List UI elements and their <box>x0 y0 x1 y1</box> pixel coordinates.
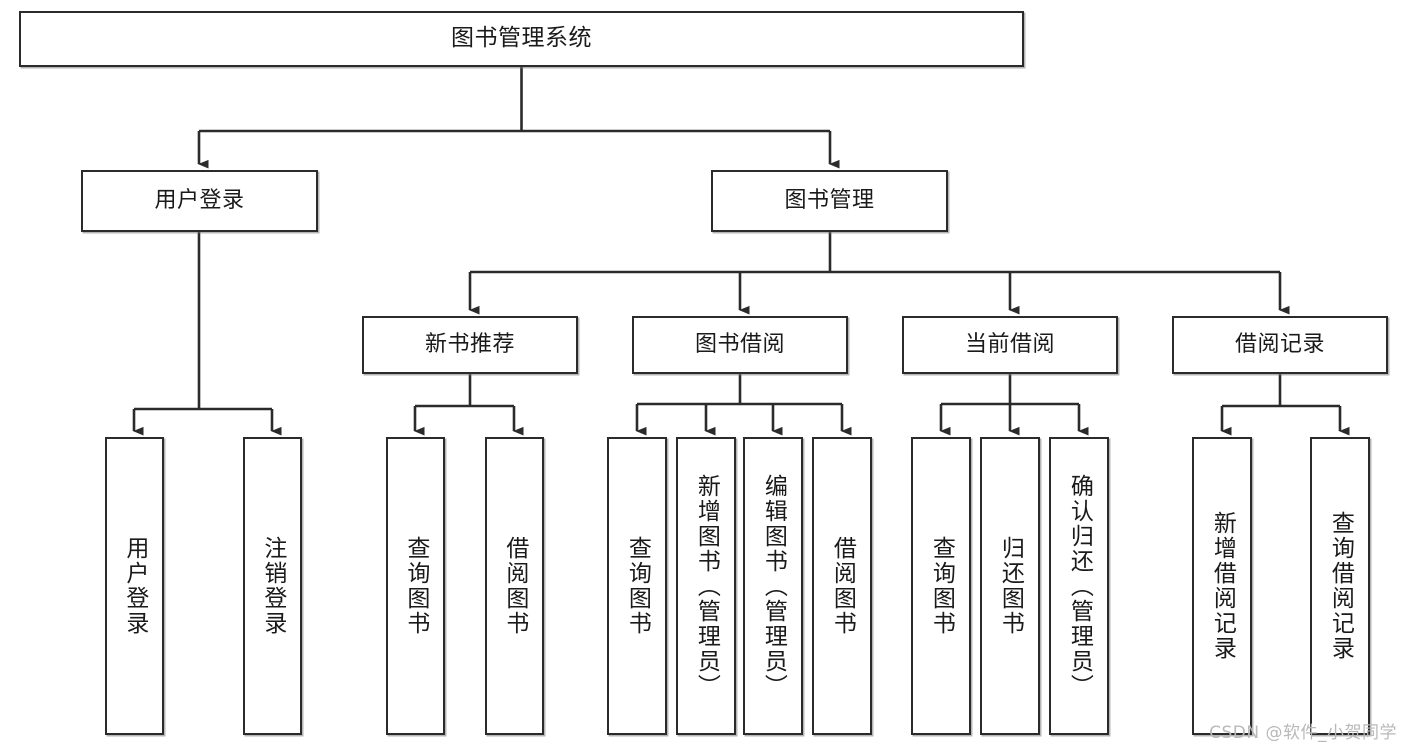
node-leaf-user-login-logout[interactable]: 注销登录 <box>243 437 302 735</box>
node-leaf-borrow-edit-book-admin[interactable]: 编辑图书（管理员） <box>743 437 803 735</box>
node-label: 新增图书（管理员） <box>693 473 720 699</box>
csdn-watermark: CSDN @软件_小贺同学 <box>1209 723 1397 743</box>
node-label: 借阅图书 <box>501 536 528 636</box>
node-current-borrowing[interactable]: 当前借阅 <box>902 316 1118 374</box>
node-leaf-borrow-borrow-book[interactable]: 借阅图书 <box>812 437 872 735</box>
node-label: 借阅记录 <box>1234 332 1325 358</box>
node-borrow-records[interactable]: 借阅记录 <box>1172 316 1388 374</box>
node-leaf-current-confirm-return-admin[interactable]: 确认归还（管理员） <box>1049 437 1109 735</box>
node-leaf-user-login-login[interactable]: 用户登录 <box>105 437 164 735</box>
node-user-login[interactable]: 用户登录 <box>81 170 318 232</box>
node-leaf-record-add-record[interactable]: 新增借阅记录 <box>1192 437 1252 735</box>
node-leaf-borrow-query-book[interactable]: 查询图书 <box>607 437 667 735</box>
node-root-book-management-system[interactable]: 图书管理系统 <box>19 11 1024 67</box>
node-label: 查询图书 <box>928 536 955 636</box>
node-label: 归还图书 <box>997 536 1024 636</box>
node-leaf-new-book-borrow[interactable]: 借阅图书 <box>485 437 544 735</box>
node-book-management[interactable]: 图书管理 <box>711 170 948 232</box>
node-leaf-current-query-book[interactable]: 查询图书 <box>911 437 971 735</box>
node-label: 图书管理系统 <box>451 25 592 52</box>
node-leaf-new-book-query[interactable]: 查询图书 <box>386 437 445 735</box>
node-book-borrowing[interactable]: 图书借阅 <box>632 316 848 374</box>
node-leaf-current-return-book[interactable]: 归还图书 <box>980 437 1040 735</box>
node-label: 用户登录 <box>154 188 245 214</box>
node-label: 用户登录 <box>121 536 148 636</box>
node-label: 查询图书 <box>624 536 651 636</box>
node-label: 图书借阅 <box>694 332 785 358</box>
node-label: 新书推荐 <box>424 332 515 358</box>
node-label: 新增借阅记录 <box>1209 511 1236 661</box>
node-label: 确认归还（管理员） <box>1066 473 1093 699</box>
node-label: 编辑图书（管理员） <box>760 473 787 699</box>
node-label: 注销登录 <box>259 536 286 636</box>
node-label: 查询图书 <box>402 536 429 636</box>
node-leaf-borrow-add-book-admin[interactable]: 新增图书（管理员） <box>676 437 736 735</box>
node-label: 查询借阅记录 <box>1327 511 1354 661</box>
node-label: 图书管理 <box>784 188 875 214</box>
node-new-book-recommendation[interactable]: 新书推荐 <box>362 316 578 374</box>
node-label: 当前借阅 <box>964 332 1055 358</box>
node-label: 借阅图书 <box>829 536 856 636</box>
node-leaf-record-query-record[interactable]: 查询借阅记录 <box>1310 437 1370 735</box>
